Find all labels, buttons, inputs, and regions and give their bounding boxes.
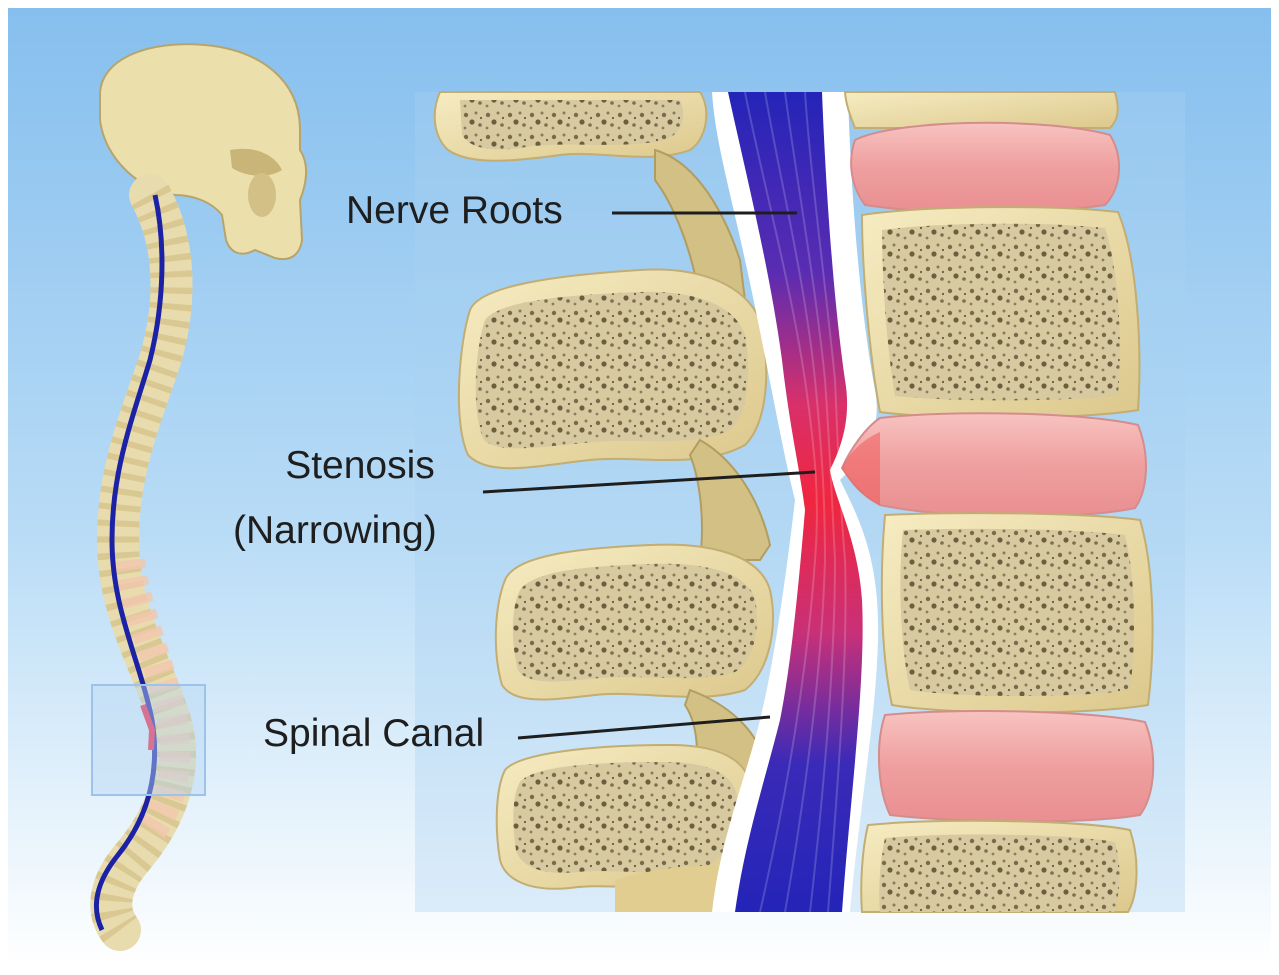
stenosis-label: Stenosis	[270, 445, 450, 488]
disc-3	[879, 711, 1153, 821]
spinal-canal-label: Spinal Canal	[263, 713, 484, 756]
nerve-roots-label: Nerve Roots	[346, 190, 563, 233]
narrowing-label: (Narrowing)	[233, 510, 437, 553]
disc-1	[851, 123, 1119, 213]
detail-highlight-box	[92, 685, 205, 795]
vertebral-bodies	[842, 92, 1153, 912]
disc-2-herniated	[842, 413, 1146, 516]
